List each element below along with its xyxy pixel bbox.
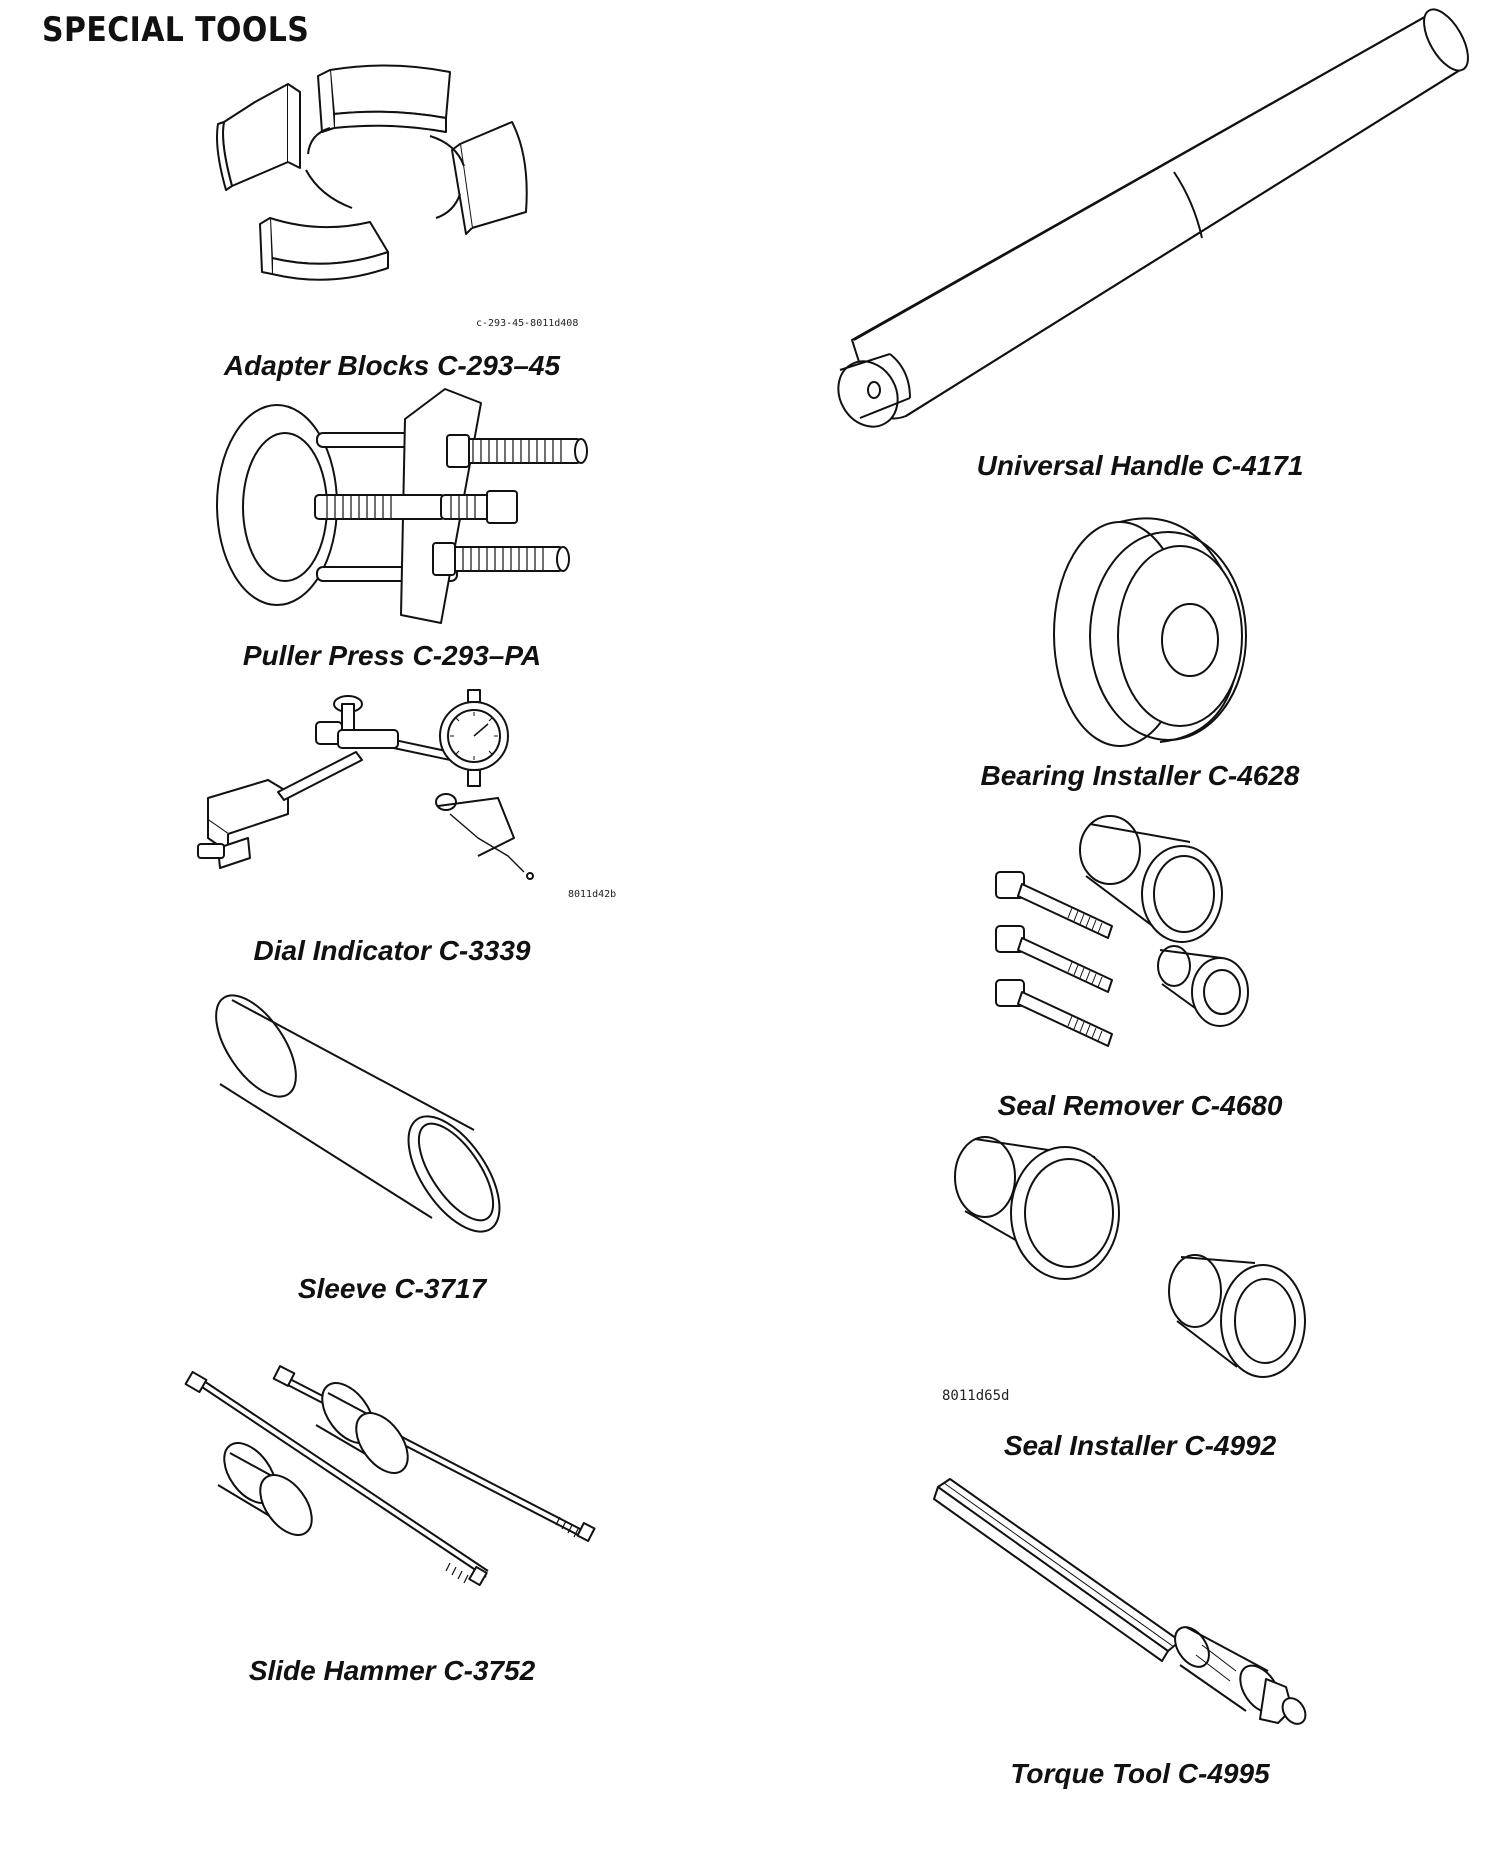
dial-indicator-illustration — [188, 688, 588, 888]
puller-press-caption: Puller Press C-293–PA — [242, 640, 542, 671]
dial-indicator-caption: Dial Indicator C-3339 — [253, 935, 531, 966]
puller-press-illustration — [205, 395, 595, 625]
page-title: SPECIAL TOOLS — [42, 10, 310, 50]
universal-handle-caption: Universal Handle C-4171 — [976, 450, 1304, 481]
adapter-blocks-figure-code: c-293-45-8011d408 — [476, 318, 579, 329]
slide-hammer-illustration — [188, 1365, 598, 1585]
sleeve-caption: Sleeve C-3717 — [297, 1273, 487, 1304]
sleeve-illustration — [210, 980, 570, 1240]
bearing-installer-illustration — [1040, 500, 1270, 750]
torque-tool-caption: Torque Tool C-4995 — [1010, 1758, 1270, 1789]
universal-handle-illustration — [810, 10, 1470, 430]
torque-tool-illustration — [930, 1475, 1310, 1745]
adapter-blocks-illustration — [210, 62, 570, 292]
bearing-installer-caption: Bearing Installer C-4628 — [980, 760, 1300, 791]
seal-remover-illustration — [990, 810, 1290, 1070]
seal-installer-caption: Seal Installer C-4992 — [1003, 1430, 1277, 1461]
seal-installer-figure-code: 8011d65d — [942, 1388, 1010, 1404]
adapter-blocks-caption: Adapter Blocks C-293–45 — [223, 350, 561, 381]
seal-remover-caption: Seal Remover C-4680 — [997, 1090, 1283, 1121]
slide-hammer-caption: Slide Hammer C-3752 — [248, 1655, 536, 1686]
dial-indicator-figure-code: 8011d42b — [568, 889, 617, 900]
seal-installer-illustration — [945, 1135, 1345, 1415]
